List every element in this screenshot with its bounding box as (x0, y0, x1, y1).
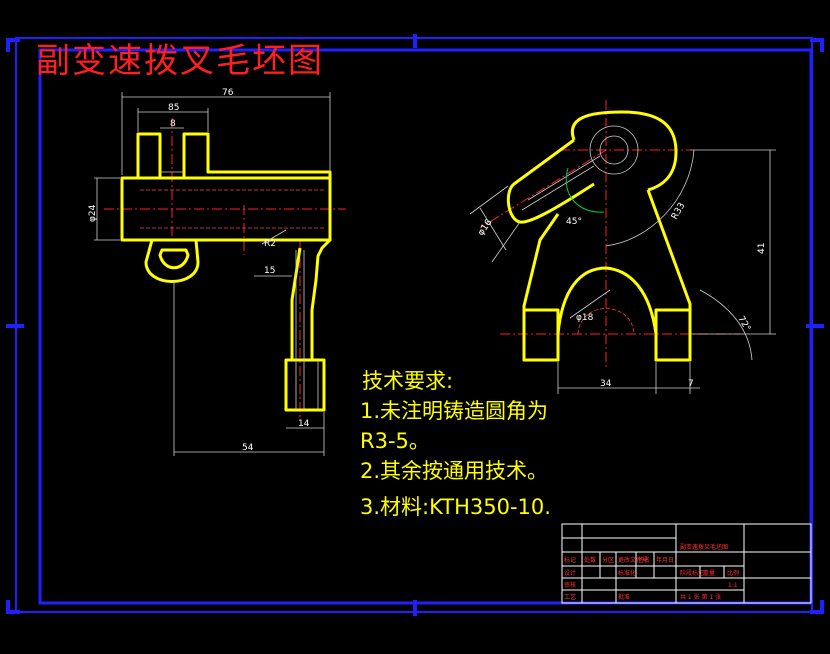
tb-label-8: 审核 (564, 581, 576, 589)
left-dimension-lines (94, 92, 331, 456)
requirement-line-2: R3-5。 (360, 429, 430, 453)
tb-scale: 1:1 (728, 582, 738, 589)
dim-76: 76 (222, 88, 234, 98)
right-part-detail (521, 125, 639, 335)
requirement-line-1: 1.未注明铸造圆角为 (360, 399, 548, 423)
tb-label-3: 更改文件号 (618, 556, 648, 564)
tb-label-7: 标准化 (618, 569, 636, 577)
tb-right-label-1: 重量 (703, 569, 715, 577)
tb-label-9: 工艺 (564, 593, 576, 601)
tb-label-6: 设计 (564, 569, 576, 577)
dim-r33: R33 (670, 201, 688, 221)
frame-marks (6, 34, 824, 616)
right-arc-green (565, 167, 605, 213)
dim-phi18: φ18 (576, 313, 594, 323)
requirement-line-3: 2.其余按通用技术。 (360, 459, 548, 483)
left-hidden-lines (140, 189, 324, 229)
dim-54: 54 (242, 443, 254, 453)
tb-name: 副变速拨叉毛坯图 (680, 543, 728, 551)
tb-label-10: 批准 (618, 593, 630, 601)
tb-label-4: 签名 (638, 556, 650, 564)
left-center-lines (104, 118, 346, 420)
left-view: 76 85 8 φ24 15 54 14 R2 (88, 88, 346, 456)
dim-7: 7 (688, 379, 694, 389)
dim-85: 85 (168, 103, 179, 113)
requirements-heading: 技术要求: (362, 369, 453, 393)
technical-requirements: 技术要求: 1.未注明铸造圆角为 R3-5。 2.其余按通用技术。 3.材料:K… (360, 369, 551, 519)
tb-right-label-2: 比例 (727, 569, 739, 577)
dim-41: 41 (757, 243, 767, 254)
dim-45deg: 45° (566, 217, 582, 227)
drawing-title: 副变速拨叉毛坯图 (36, 41, 324, 81)
title-block: 副变速拨叉毛坯图 标记 处数 分区 更改文件号 签名 年月日 设计 标准化 审核… (561, 523, 812, 604)
outer-border (15, 37, 813, 613)
tb-label-5: 年月日 (656, 556, 674, 564)
left-part-detail (160, 171, 319, 410)
tb-right-label-0: 阶段标记 (680, 569, 704, 577)
tb-label-0: 标记 (564, 556, 576, 564)
dim-15: 15 (264, 266, 275, 276)
right-part-outline (506, 110, 692, 362)
dim-14: 14 (298, 419, 310, 429)
tb-sheet: 共 1 张 第 1 张 (680, 593, 721, 601)
dim-34: 34 (600, 379, 612, 389)
right-view: φ16 45° 41 34 7 72° R33 φ18 (469, 100, 776, 394)
right-center-lines (479, 100, 740, 370)
dim-r2: R2 (264, 239, 276, 249)
requirement-line-4: 3.材料:KTH350-10. (360, 495, 551, 519)
tb-label-2: 分区 (602, 556, 614, 564)
dim-72deg: 72° (735, 315, 752, 334)
dim-8: 8 (170, 119, 176, 129)
dim-phi24: φ24 (88, 204, 98, 222)
right-dimension-lines (469, 149, 776, 394)
tb-label-1: 处数 (584, 556, 596, 564)
left-part-outline (120, 132, 332, 412)
